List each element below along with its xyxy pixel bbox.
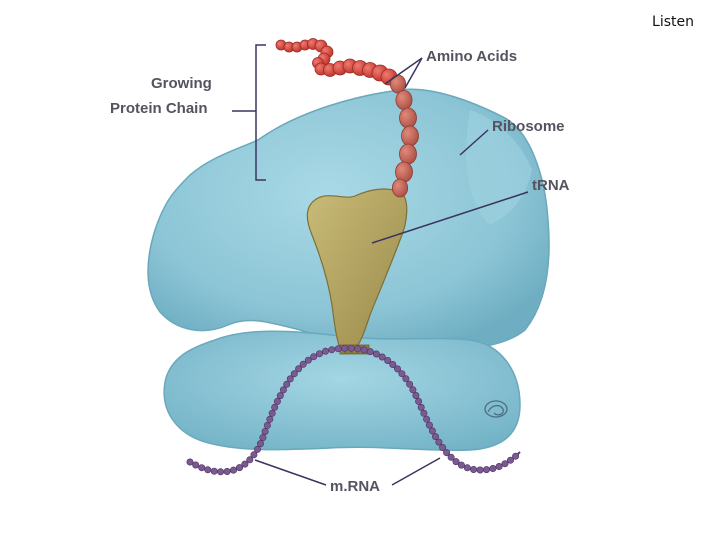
ribosome-leader xyxy=(459,129,489,156)
mrna-nucleotide xyxy=(286,375,294,383)
mrna-nucleotide xyxy=(279,386,287,394)
swirl-icon xyxy=(484,400,508,418)
mrna-nucleotide xyxy=(393,365,401,373)
mrna-nucleotide xyxy=(384,356,392,364)
mrna-nucleotide xyxy=(447,453,455,461)
trna-label: tRNA xyxy=(532,177,570,194)
leader-lines xyxy=(232,44,529,486)
mrna-strand xyxy=(186,344,521,476)
mrna-nucleotide xyxy=(259,434,267,442)
mrna-nucleotide xyxy=(321,347,329,355)
mrna-nucleotide xyxy=(299,360,307,368)
mrna-nucleotide xyxy=(236,464,244,472)
mrna-nucleotide xyxy=(501,460,509,468)
mrna-nucleotide xyxy=(360,346,368,354)
mrna-nucleotide xyxy=(409,386,417,394)
mrna-nucleotide xyxy=(415,397,423,405)
amino-acids-label: Amino Acids xyxy=(426,48,517,65)
trna-body xyxy=(306,188,408,349)
amino-acids-leader-1 xyxy=(384,57,423,85)
listen-button[interactable]: Listen xyxy=(652,14,694,30)
amino-acid-bead xyxy=(399,143,417,165)
mrna-nucleotide xyxy=(256,440,264,448)
mrna-nucleotide xyxy=(347,344,355,352)
mrna-nucleotide xyxy=(295,365,303,373)
growing-chain-label-2: Protein Chain xyxy=(110,100,208,117)
mrna-nucleotide xyxy=(266,415,274,423)
mrna-nucleotide xyxy=(402,375,410,383)
mrna-nucleotide xyxy=(186,458,194,466)
mrna-nucleotide xyxy=(204,466,212,474)
mrna-nucleotide xyxy=(261,427,269,435)
mrna-nucleotide xyxy=(230,466,238,474)
mrna-nucleotide xyxy=(334,345,342,353)
mrna-nucleotide xyxy=(276,392,284,400)
mrna-nucleotide xyxy=(406,380,414,388)
ribosome-small-subunit xyxy=(163,330,521,452)
mrna-nucleotide xyxy=(420,409,428,417)
mrna-nucleotide xyxy=(389,360,397,368)
growing-chain-label-1: Growing xyxy=(151,75,212,92)
mrna-nucleotide xyxy=(378,353,386,361)
mrna-label: m.RNA xyxy=(330,478,380,495)
mrna-nucleotide xyxy=(431,433,439,441)
mrna-nucleotide xyxy=(310,353,318,361)
mrna-nucleotide xyxy=(435,438,443,446)
mrna-nucleotide xyxy=(290,370,298,378)
mrna-leader-2 xyxy=(391,457,441,486)
mrna-nucleotide xyxy=(273,397,281,405)
mrna-nucleotide xyxy=(328,346,336,354)
amino-acid-chain xyxy=(275,38,419,198)
mrna-nucleotide xyxy=(423,415,431,423)
amino-acid-bead xyxy=(401,125,419,147)
mrna-nucleotide xyxy=(246,456,254,464)
mrna-nucleotide xyxy=(372,350,380,358)
mrna-nucleotide xyxy=(254,445,262,453)
mrna-nucleotide xyxy=(250,451,258,459)
ribosome-label: Ribosome xyxy=(492,118,565,135)
amino-acid-bead xyxy=(395,90,413,110)
mrna-nucleotide xyxy=(489,464,497,472)
mrna-nucleotide xyxy=(417,403,425,411)
mrna-nucleotide xyxy=(192,461,200,469)
mrna-nucleotide xyxy=(452,458,460,466)
growing-chain-bracket xyxy=(255,44,266,181)
mrna-nucleotide xyxy=(443,449,451,457)
mrna-nucleotide xyxy=(463,464,471,472)
mrna-nucleotide xyxy=(315,350,323,358)
mrna-nucleotide xyxy=(341,344,349,352)
mrna-nucleotide xyxy=(223,467,231,475)
amino-acids-leader-2 xyxy=(404,57,423,89)
amino-acid-bead xyxy=(391,178,409,198)
mrna-nucleotide xyxy=(198,464,206,472)
mrna-nucleotide xyxy=(217,468,225,476)
mrna-nucleotide xyxy=(241,460,249,468)
mrna-nucleotide xyxy=(506,456,514,464)
mrna-nucleotide xyxy=(398,370,406,378)
mrna-nucleotide xyxy=(271,403,279,411)
mrna-nucleotide xyxy=(482,466,490,474)
mrna-nucleotide xyxy=(412,391,420,399)
trna-leader xyxy=(371,191,529,244)
mrna-nucleotide xyxy=(495,462,503,470)
mrna-nucleotide xyxy=(439,443,447,451)
amino-acid-bead xyxy=(399,107,417,129)
mrna-nucleotide xyxy=(425,421,433,429)
mrna-nucleotide xyxy=(263,421,271,429)
mrna-nucleotide xyxy=(428,427,436,435)
mrna-nucleotide xyxy=(304,356,312,364)
mrna-leader xyxy=(254,459,327,486)
mrna-nucleotide xyxy=(476,466,484,474)
mrna-nucleotide xyxy=(366,348,374,356)
mrna-nucleotide xyxy=(283,380,291,388)
mrna-nucleotide xyxy=(457,461,465,469)
mrna-nucleotide xyxy=(512,452,520,460)
mrna-nucleotide xyxy=(268,409,276,417)
mrna-nucleotide xyxy=(354,345,362,353)
mrna-nucleotide xyxy=(210,467,218,475)
mrna-nucleotide xyxy=(470,465,478,473)
